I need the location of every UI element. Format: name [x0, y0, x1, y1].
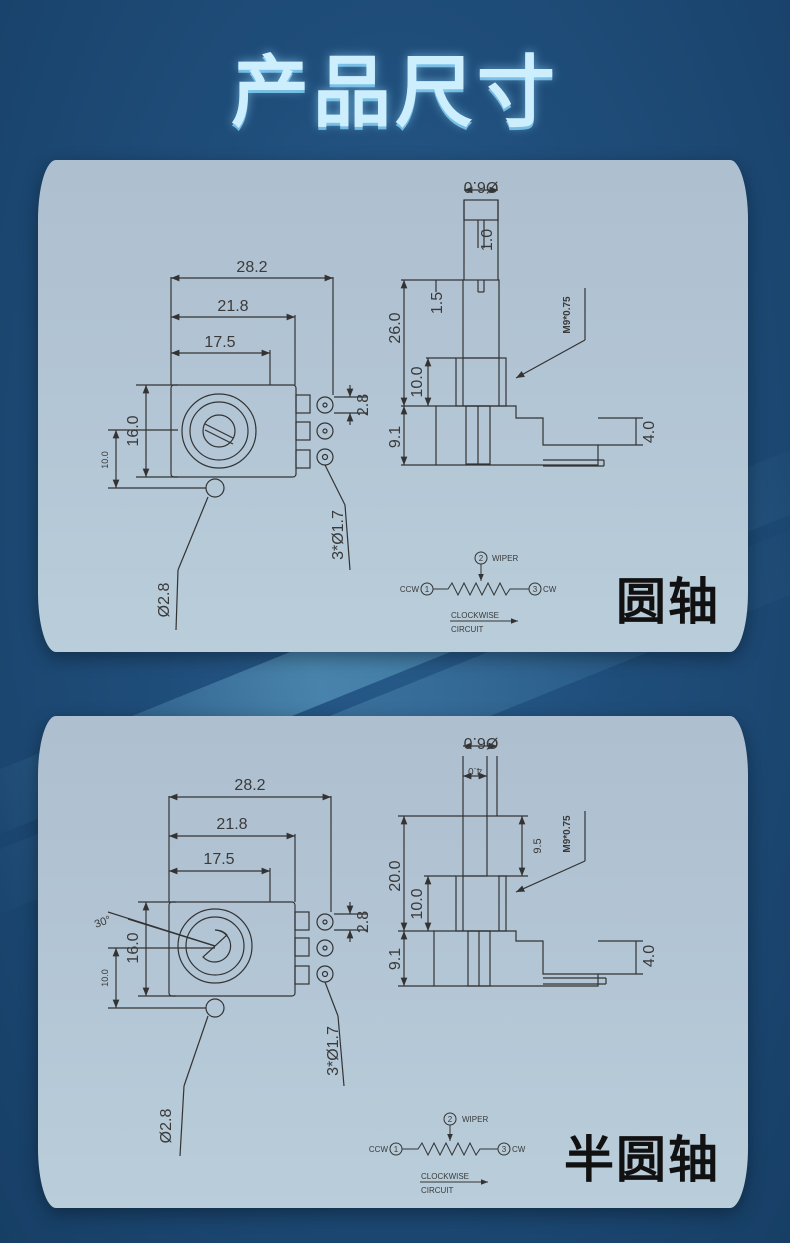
dim-slot-depth: 1.5: [429, 292, 446, 314]
dim-mid-width: 21.8: [216, 816, 247, 833]
thread-spec: M9*0.75: [562, 815, 573, 853]
pot-base-side: [435, 405, 599, 466]
dim-body-height: 16.0: [125, 932, 142, 963]
pin-1: [316, 396, 334, 414]
pin-3: [316, 965, 334, 983]
round-shaft-drawing: 28.2 21.8 17.5 16.0 10.0 2.8 3*Ø1.7 Ø2.8…: [100, 178, 658, 634]
pin-3-label: 3: [533, 585, 538, 594]
page-title: 产品尺寸: [230, 48, 559, 138]
mount-tab: [205, 478, 225, 498]
circuit-label: CIRCUIT: [451, 625, 484, 634]
shaft-outer-ring: [177, 908, 253, 984]
clockwise-label: CLOCKWISE: [451, 611, 499, 620]
d-shaft-drawing: 28.2 21.8 17.5 16.0 10.0 30° 2.8 3*Ø1.7 …: [93, 734, 658, 1195]
dim-base-height: 9.1: [387, 948, 404, 970]
dim-total-width: 28.2: [234, 777, 265, 794]
dim-mount-hole: Ø2.8: [156, 583, 173, 618]
shaft-outer-ring: [181, 393, 257, 469]
dim-pin-pitch: 2.8: [355, 394, 372, 416]
dim-inner-width: 17.5: [203, 851, 234, 868]
panel-caption: 圆轴: [616, 572, 720, 631]
dim-body-height: 16.0: [125, 415, 142, 446]
ccw-label: CCW: [400, 585, 420, 594]
pin-2-label: 2: [479, 554, 484, 563]
dim-shaft-length: 26.0: [387, 312, 404, 343]
dim-pin-height: 4.0: [641, 421, 658, 443]
dim-flat-angle: 30°: [93, 914, 113, 931]
pin-3: [316, 448, 334, 466]
dim-flat-width: 4.0: [468, 765, 482, 776]
pin-1-label: 1: [394, 1145, 399, 1154]
dim-slot-width: 1.0: [479, 229, 496, 251]
dim-total-width: 28.2: [236, 259, 267, 276]
pin-3-label: 3: [502, 1145, 507, 1154]
dim-shaft-length: 20.0: [387, 860, 404, 891]
circuit-label: CIRCUIT: [421, 1186, 454, 1195]
panel-caption: 半圆轴: [564, 1130, 720, 1189]
mount-tab: [205, 998, 225, 1018]
dim-pin-hole: 3*Ø1.7: [330, 510, 347, 560]
thread-spec: M9*0.75: [562, 296, 573, 334]
circuit-symbol: [389, 1112, 511, 1185]
circuit-symbol: [420, 551, 542, 624]
pin-1-label: 1: [425, 585, 430, 594]
drawing-panel-round-shaft: 28.2 21.8 17.5 16.0 10.0 2.8 3*Ø1.7 Ø2.8…: [38, 160, 748, 652]
cw-label: CW: [512, 1145, 526, 1154]
dim-small-height: 10.0: [100, 969, 110, 987]
dim-pin-height: 4.0: [641, 945, 658, 967]
dim-shaft-diameter: Ø6.0: [464, 734, 499, 751]
drawing-panel-d-shaft: 28.2 21.8 17.5 16.0 10.0 30° 2.8 3*Ø1.7 …: [38, 716, 748, 1208]
wiper-label: WIPER: [492, 554, 518, 563]
pin-1: [316, 913, 334, 931]
dim-small-height: 10.0: [100, 451, 110, 469]
pin-2: [316, 422, 334, 440]
dim-inner-width: 17.5: [204, 334, 235, 351]
dim-shaft-diameter: Ø6.0: [464, 178, 499, 195]
dim-mount-hole: Ø2.8: [158, 1109, 175, 1144]
dim-flat-length: 9.5: [532, 838, 544, 853]
wiper-label: WIPER: [462, 1115, 488, 1124]
pot-body-front: [168, 901, 296, 997]
cw-label: CW: [543, 585, 557, 594]
dim-pin-pitch: 2.8: [355, 911, 372, 933]
ccw-label: CCW: [369, 1145, 389, 1154]
shaft-side: [462, 815, 488, 877]
clockwise-label: CLOCKWISE: [421, 1172, 469, 1181]
dim-pin-hole: 3*Ø1.7: [325, 1026, 342, 1076]
pin-2-label: 2: [448, 1115, 453, 1124]
pin-2: [316, 939, 334, 957]
dim-mid-width: 21.8: [217, 298, 248, 315]
dim-base-height: 9.1: [387, 426, 404, 448]
dim-bushing-length: 10.0: [409, 888, 426, 919]
dim-bushing-length: 10.0: [409, 366, 426, 397]
